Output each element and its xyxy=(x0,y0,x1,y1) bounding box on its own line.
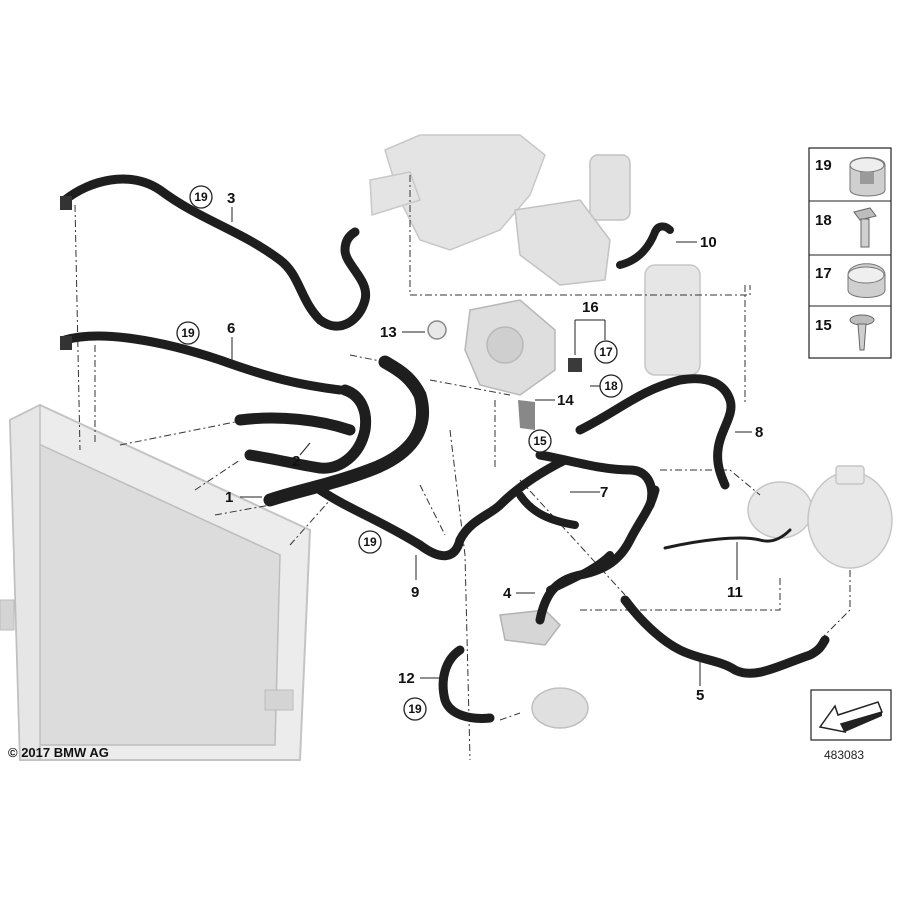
hoses xyxy=(60,174,830,723)
hose-11 xyxy=(663,528,792,550)
hose-clip-icon xyxy=(847,263,886,298)
svg-text:19: 19 xyxy=(363,535,377,549)
label-3: 3 xyxy=(227,190,235,207)
svg-text:18: 18 xyxy=(604,379,618,393)
label-1: 1 xyxy=(225,489,233,506)
label-11: 11 xyxy=(727,584,743,601)
circled-label-19-b: 19 xyxy=(176,321,200,345)
label-14: 14 xyxy=(557,392,574,409)
label-7: 7 xyxy=(600,484,608,501)
svg-text:19: 19 xyxy=(194,190,208,204)
collar-screw-icon xyxy=(849,314,875,351)
label-13: 13 xyxy=(380,324,397,341)
hose-1 xyxy=(263,355,430,507)
label-12: 12 xyxy=(398,670,415,687)
label-5: 5 xyxy=(696,687,704,704)
hose-6 xyxy=(60,331,345,395)
part-labels: 1 2 3 4 5 6 7 8 9 10 11 12 13 14 16 xyxy=(225,190,763,704)
circled-label-15: 15 xyxy=(528,429,552,453)
circled-label-19-a: 19 xyxy=(189,185,213,209)
label-9: 9 xyxy=(411,584,419,601)
hose-7 xyxy=(535,450,657,510)
hose-4 xyxy=(535,485,660,625)
coolant-reservoir xyxy=(747,465,893,569)
hex-bolt-icon xyxy=(853,207,877,248)
circled-label-19-c: 19 xyxy=(358,530,382,554)
radiator xyxy=(0,403,312,761)
label-8: 8 xyxy=(755,424,763,441)
hose-2 xyxy=(244,384,372,474)
hose-5 xyxy=(620,595,830,678)
expansion-tank xyxy=(644,264,701,376)
hose-clamp-icon xyxy=(849,157,886,197)
copyright-text: © 2017 BMW AG xyxy=(8,745,109,760)
svg-text:17: 17 xyxy=(599,345,613,359)
leader-lines xyxy=(74,175,851,761)
circled-label-17: 17 xyxy=(594,340,618,364)
auxiliary-water-pump xyxy=(531,687,589,729)
legend-number-17: 17 xyxy=(815,265,832,282)
water-pump xyxy=(464,299,556,396)
direction-arrow-icon xyxy=(810,689,892,741)
legend-number-15: 15 xyxy=(815,317,832,334)
circled-label-18: 18 xyxy=(590,374,623,398)
circled-label-19-d: 19 xyxy=(403,697,427,721)
svg-text:19: 19 xyxy=(408,702,422,716)
oil-filter-housing xyxy=(514,154,631,286)
thermostat-housing xyxy=(499,609,561,646)
label-10: 10 xyxy=(700,234,717,251)
hose-9 xyxy=(315,455,570,561)
legend-number-18: 18 xyxy=(815,212,832,229)
label-4: 4 xyxy=(503,585,512,602)
circled-labels: 19 19 19 19 17 18 15 xyxy=(176,185,623,721)
label-6: 6 xyxy=(227,320,235,337)
label-2: 2 xyxy=(292,453,300,470)
hose-3 xyxy=(60,174,371,331)
intake-manifold xyxy=(369,134,546,251)
hose-12 xyxy=(438,645,495,723)
hose-10 xyxy=(616,222,674,269)
svg-text:15: 15 xyxy=(533,434,547,448)
legend-number-19: 19 xyxy=(815,157,832,174)
svg-text:19: 19 xyxy=(181,326,195,340)
hose-8 xyxy=(575,374,736,490)
fastener-legend: 19 18 17 15 xyxy=(808,147,892,359)
diagram-id: 483083 xyxy=(824,748,865,762)
label-16: 16 xyxy=(582,299,599,316)
fittings xyxy=(60,196,582,430)
